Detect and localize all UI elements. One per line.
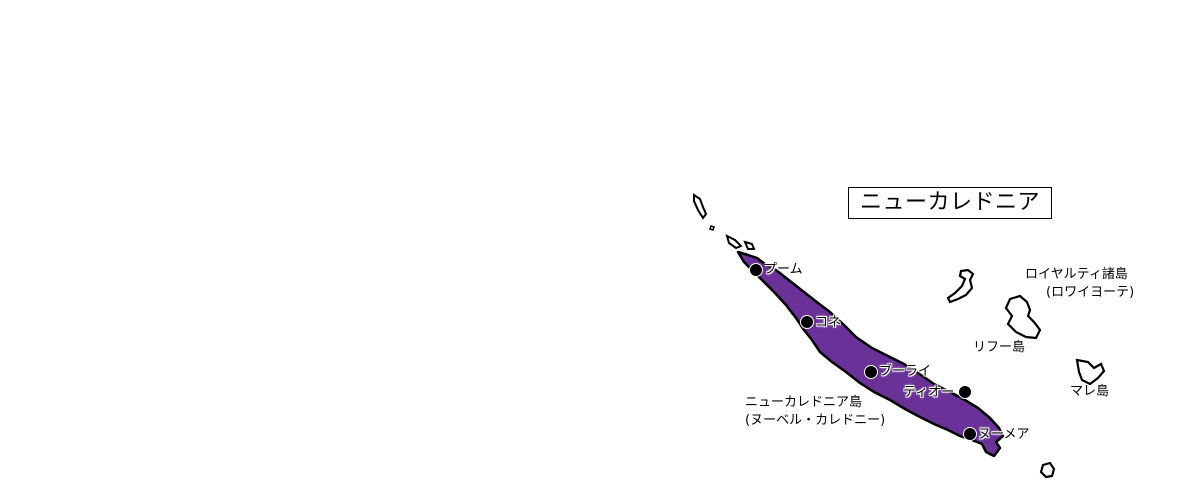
- main-island-name: ニューカレドニア島: [745, 395, 863, 410]
- city-marker-bourail: [864, 365, 878, 379]
- mare-island-label: マレ島: [1070, 384, 1110, 399]
- islet-shape: [709, 225, 715, 231]
- islet-shape: [725, 234, 743, 250]
- ouvea-island-shape: [946, 268, 975, 304]
- islet-shape: [743, 240, 756, 250]
- map-title: ニューカレドニア: [848, 187, 1052, 219]
- lifou-island-shape: [1004, 294, 1042, 340]
- lifou-island-label: リフー島: [973, 340, 1026, 355]
- main-island-local-name: (ヌーベル・カレドニー): [745, 413, 886, 428]
- mare-island-shape: [1075, 358, 1106, 386]
- city-marker-noumea: [963, 427, 977, 441]
- city-marker-poum: [749, 263, 763, 277]
- loyalty-islands-name: ロイヤルティ諸島: [1025, 267, 1128, 282]
- city-marker-thio: [958, 385, 972, 399]
- city-marker-kone: [800, 315, 814, 329]
- loyalty-islands-local-name: (ロワイヨーテ): [1046, 285, 1135, 300]
- city-label-bourail: ブーライ: [879, 364, 932, 379]
- main-island-label: ニューカレドニア島 (ヌーベル・カレドニー): [745, 395, 885, 429]
- city-label-kone: コネ: [815, 315, 842, 330]
- city-label-thio: ティオー: [903, 385, 955, 400]
- isle-of-pines-shape: [1039, 461, 1056, 479]
- main-island-shape: [736, 250, 1005, 458]
- loyalty-islands-label: ロイヤルティ諸島 (ロワイヨーテ): [1025, 267, 1134, 301]
- city-label-noumea: ヌーメア: [978, 427, 1030, 442]
- belep-islands-shape: [693, 193, 708, 220]
- city-label-poum: プーム: [764, 262, 803, 277]
